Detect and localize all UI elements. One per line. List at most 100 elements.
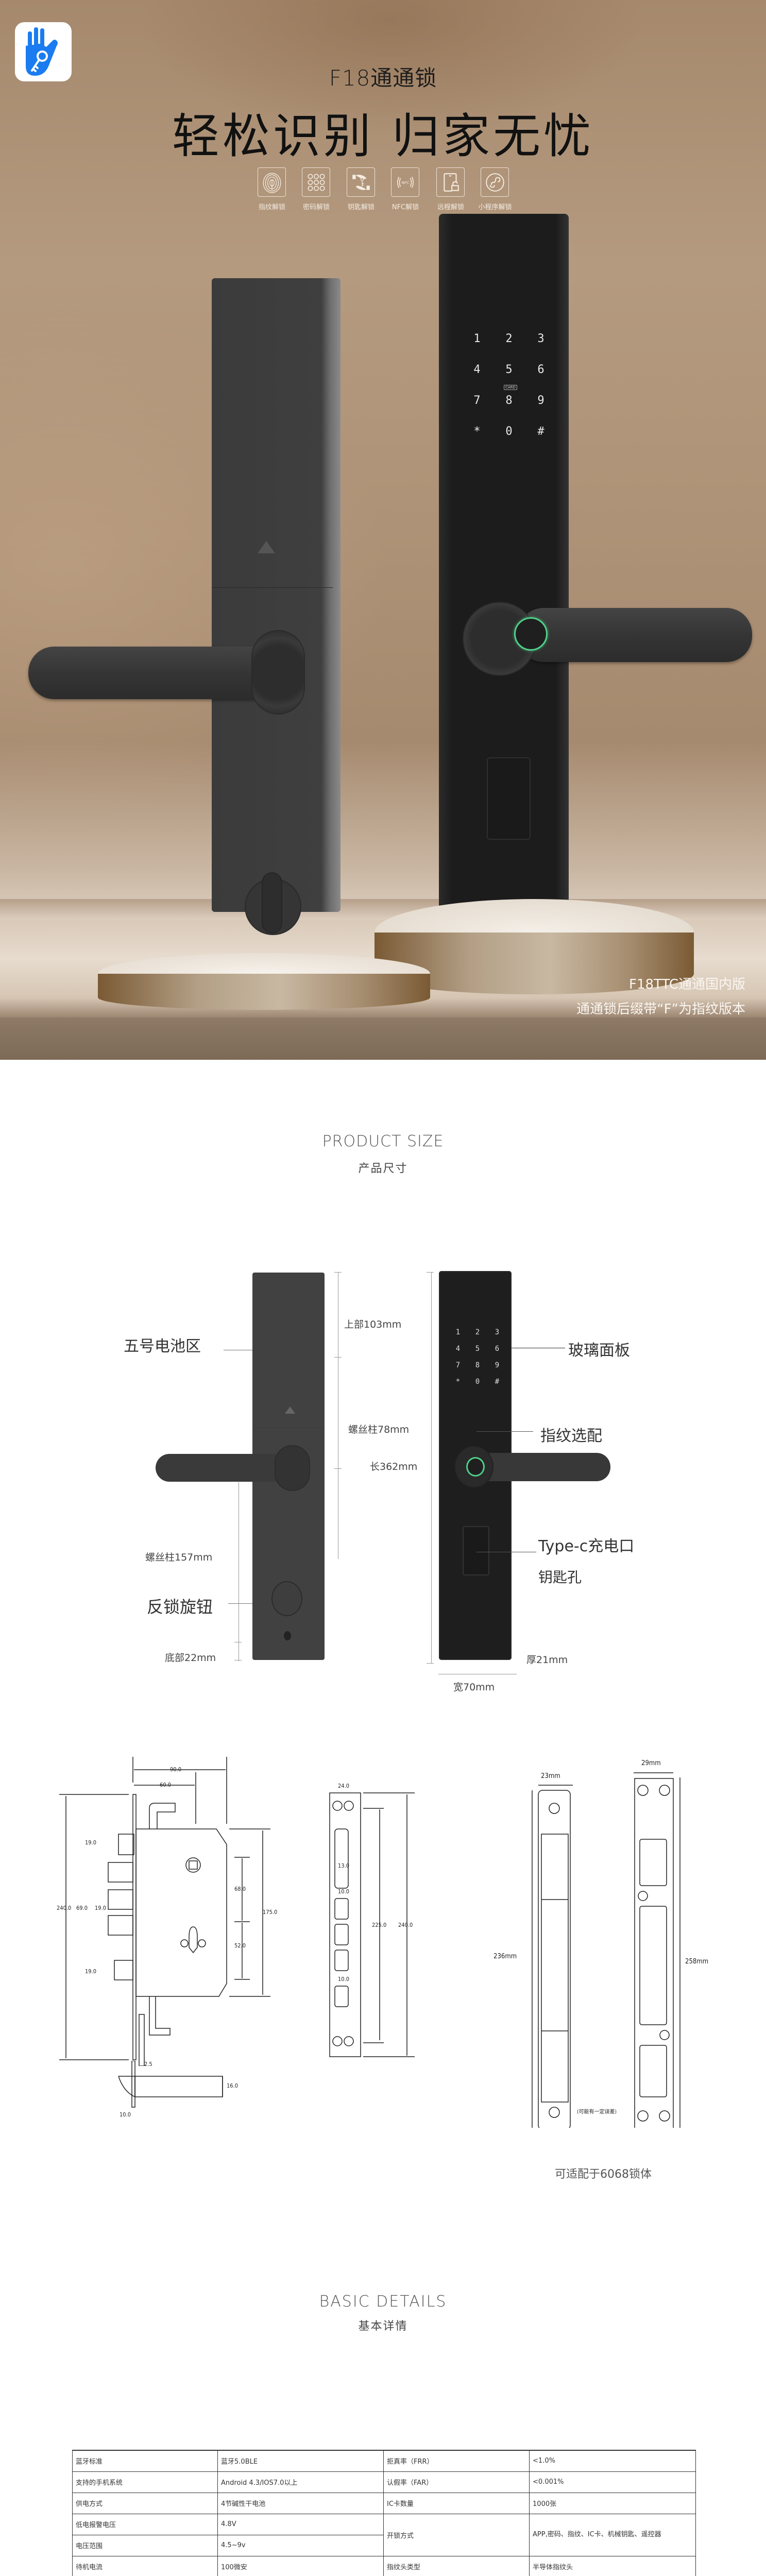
feature-nfc: NFC NFC解锁 <box>391 167 420 211</box>
dim-top: 上部103mm <box>344 1319 402 1330</box>
battery-arrow-icon <box>258 541 275 553</box>
feature-mini-program: 小程序解锁 <box>478 167 512 211</box>
key-handover-icon <box>352 174 370 190</box>
svg-text:NFC: NFC <box>401 180 409 185</box>
dim-23mm: 23mm <box>541 1772 560 1780</box>
key-hash: # <box>537 425 544 438</box>
dim-19-top: 19.0 <box>85 1839 97 1846</box>
dim-13: 13.0 <box>338 1862 350 1869</box>
lock-back-panel <box>212 278 341 912</box>
keypad-icon <box>307 173 325 191</box>
key-9: 9 <box>495 1361 500 1369</box>
unlock-methods: 指纹解锁 密码解锁 钥匙解锁 NFC NFC解锁 远程解锁 小程序解锁 <box>258 167 515 214</box>
dim-10-b: 10.0 <box>338 1976 350 1982</box>
dim-240: 240.0 <box>57 1905 72 1911</box>
spec-value: <0.001% <box>529 2471 696 2493</box>
basic-details-title: BASIC DETAILS <box>319 2293 447 2311</box>
spec-value: 半导体指纹头 <box>529 2555 696 2576</box>
dim-24: 24.0 <box>338 1783 350 1789</box>
callout-knob: 反锁旋钮 <box>147 1597 213 1617</box>
dim-90: 90.0 <box>170 1766 182 1773</box>
callout-line <box>476 1431 533 1432</box>
key-hash: # <box>495 1378 500 1386</box>
brand-logo <box>15 22 72 81</box>
dim-tick <box>334 1468 342 1469</box>
size-back-rose <box>276 1446 309 1490</box>
product-size-subtitle: 产品尺寸 <box>358 1162 408 1175</box>
key-2: 2 <box>505 332 513 345</box>
key-8: 8 <box>505 394 513 407</box>
dim-width: 宽70mm <box>453 1682 495 1693</box>
feature-label: 指纹解锁 <box>258 204 285 211</box>
table-row: 待机电流 100微安 指纹头类型 半导体指纹头 <box>72 2555 696 2576</box>
lock-back-rose <box>252 631 304 714</box>
key-1: 1 <box>473 332 481 345</box>
fingerprint-icon <box>263 172 281 193</box>
key-5: 5 <box>505 363 513 376</box>
spec-key: 指纹头类型 <box>383 2555 530 2576</box>
table-row: 支持的手机系统 Android 4.3/IOS7.0以上 认假率（FAR） <0… <box>72 2471 696 2493</box>
key-0: 0 <box>505 425 513 438</box>
keypad: 1 2 3 4 5 6 7 8 9 * 0 # <box>461 332 557 456</box>
key-5: 5 <box>475 1345 480 1353</box>
key-9: 9 <box>537 394 544 407</box>
podium-left-body <box>98 974 430 1010</box>
callout-glass: 玻璃面板 <box>568 1342 630 1360</box>
latch-drawing: 2.5 16.0 10.0 <box>103 2060 258 2123</box>
spec-key: 待机电流 <box>72 2555 218 2576</box>
strike-plate-drawing: 23mm 236mm 29mm 258mm (可能有一定误差) <box>489 1757 721 2130</box>
dim-29mm: 29mm <box>641 1759 661 1767</box>
dim-10: 10.0 <box>120 2111 131 2118</box>
key-0: 0 <box>475 1378 480 1386</box>
spec-key: IC卡数量 <box>383 2492 530 2514</box>
spec-value: 4节碱性干电池 <box>217 2492 384 2514</box>
size-front-handle <box>476 1453 610 1481</box>
feature-label: 密码解锁 <box>302 204 330 211</box>
basic-details-subtitle: 基本详情 <box>358 2320 408 2333</box>
tolerance-note: (可能有一定误差) <box>577 2109 617 2115</box>
dim-68: 68.0 <box>234 1886 246 1892</box>
dim-screw-78: 螺丝柱78mm <box>348 1424 410 1435</box>
spec-value: 4.5~9v <box>217 2534 384 2556</box>
callout-fingerprint: 指纹选配 <box>540 1427 602 1445</box>
fingerprint-sensor <box>514 617 548 651</box>
dim-thickness: 厚21mm <box>526 1654 568 1666</box>
spec-value: <1.0% <box>529 2450 696 2472</box>
dim-line-length <box>431 1272 432 1664</box>
spec-key: 供电方式 <box>72 2492 218 2514</box>
feature-remote: 远程解锁 <box>436 167 465 211</box>
phone-unlock-icon <box>443 173 459 192</box>
thumb-turn-knob <box>263 873 281 933</box>
dim-16: 16.0 <box>227 2082 239 2089</box>
table-row: 低电报警电压 4.8V 开锁方式 APP,密码、指纹、IC卡、机械钥匙、遥控器 <box>72 2513 696 2556</box>
battery-cover-seam <box>212 587 333 588</box>
spec-value: Android 4.3/IOS7.0以上 <box>217 2471 384 2493</box>
key-1: 1 <box>455 1328 461 1336</box>
size-fingerprint-sensor <box>466 1457 485 1477</box>
dim-175: 175.0 <box>263 1909 278 1916</box>
dim-tick <box>427 1663 434 1664</box>
nfc-icon: NFC <box>397 176 414 188</box>
spec-key: 开锁方式 <box>383 2513 530 2556</box>
product-name: F18通通锁 <box>329 65 437 91</box>
spec-value: 100微安 <box>217 2555 384 2576</box>
lock-back-handle <box>28 647 296 699</box>
dim-tick <box>334 1357 342 1358</box>
callout-battery: 五号电池区 <box>124 1337 201 1355</box>
dim-236mm: 236mm <box>493 1953 517 1960</box>
spec-value: 1000张 <box>529 2492 696 2514</box>
feature-label: 远程解锁 <box>437 204 464 211</box>
dim-19-mid: 19.0 <box>95 1905 107 1911</box>
key-3: 3 <box>495 1328 500 1336</box>
feature-label: 小程序解锁 <box>478 204 512 211</box>
spec-key: 支持的手机系统 <box>72 2471 218 2493</box>
spec-table: 蓝牙标准 蓝牙5.0BLE 拒真率（FRR） <1.0% 支持的手机系统 And… <box>72 2450 696 2576</box>
callout-typec: Type-c充电口 <box>538 1537 635 1555</box>
dim-tick <box>334 1272 342 1273</box>
battery-arrow-icon <box>285 1406 295 1414</box>
table-front <box>0 1018 766 1060</box>
dim-screw-157: 螺丝柱157mm <box>145 1552 213 1563</box>
feature-key: 钥匙解锁 <box>347 167 376 211</box>
key-8: 8 <box>475 1361 480 1369</box>
hand-key-icon <box>26 27 58 76</box>
